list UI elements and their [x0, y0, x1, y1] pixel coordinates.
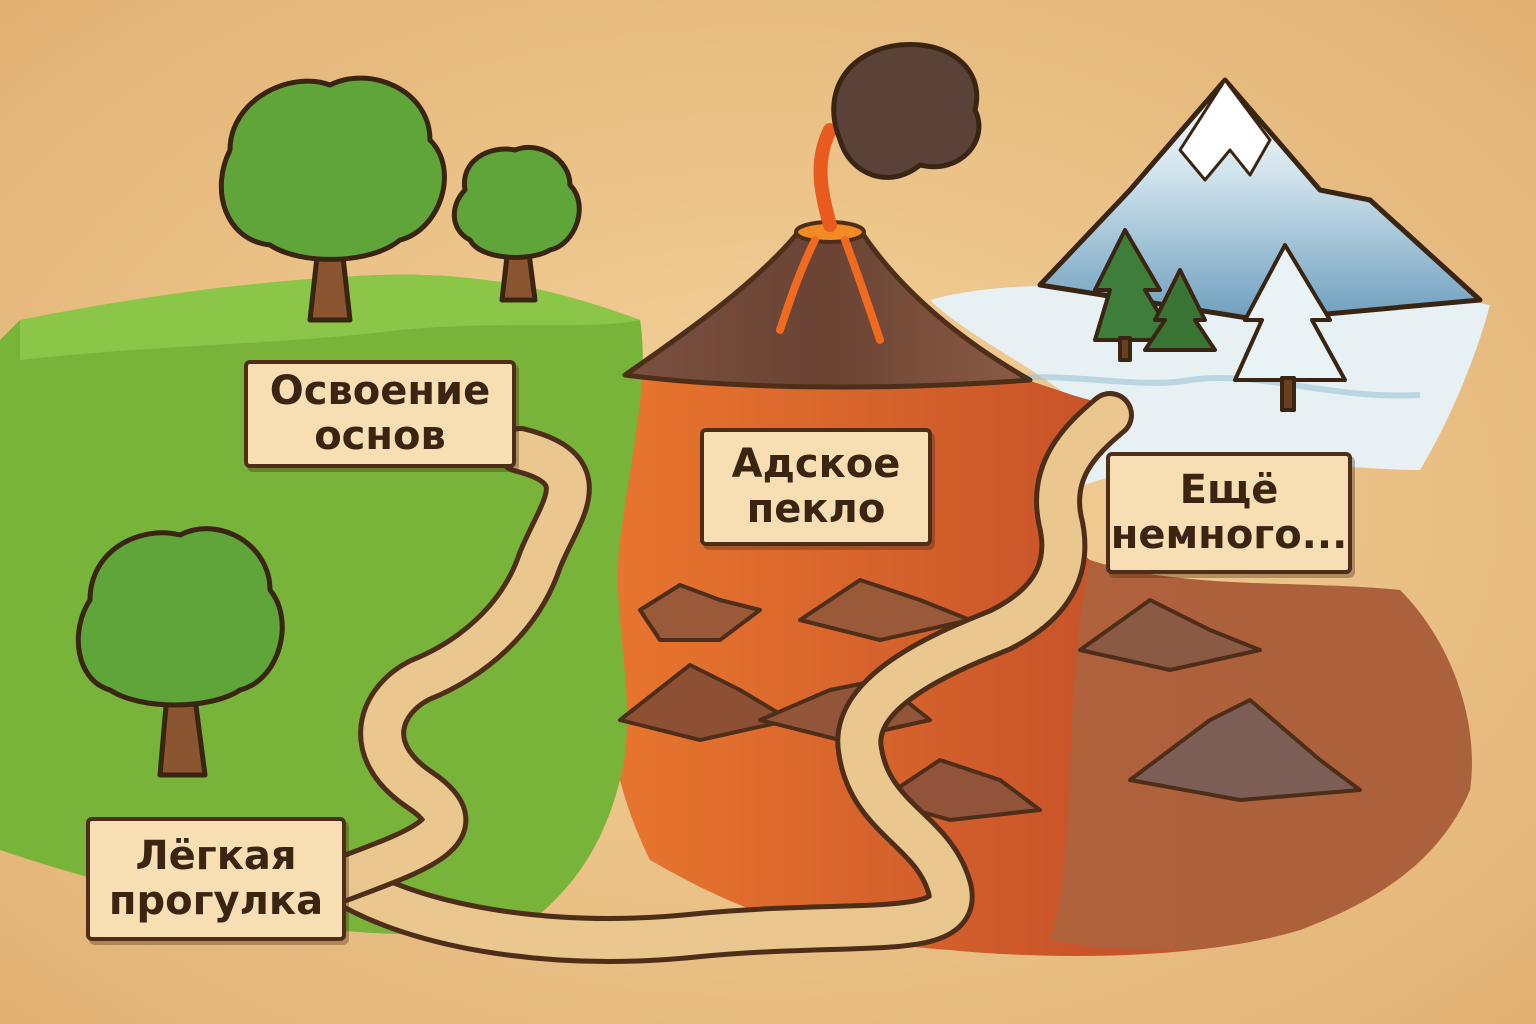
rock-mountains — [618, 578, 1362, 822]
level-label-easy-walk[interactable]: Лёгкая прогулка — [86, 817, 346, 941]
level-label-a-bit-more-line1: Ещё — [1179, 467, 1279, 514]
level-label-easy-walk-line1: Лёгкая — [135, 833, 297, 880]
level-label-a-bit-more[interactable]: Ещё немного... — [1106, 452, 1352, 574]
pine-trees — [1093, 228, 1347, 412]
level-label-learning-basics[interactable]: Освоение основ — [244, 360, 516, 468]
oak-trees — [75, 75, 582, 778]
level-label-a-bit-more-line2: немного... — [1110, 512, 1348, 558]
level-label-learning-basics-line2: основ — [314, 413, 446, 459]
volcano — [622, 41, 1033, 390]
level-path-west — [321, 431, 587, 899]
level-label-hellfire-line2: пекло — [746, 486, 886, 532]
level-label-hellfire-line1: Адское — [731, 441, 901, 488]
snow-shadow — [999, 374, 1421, 399]
smoke-cloud — [831, 41, 982, 180]
level-label-learning-basics-line1: Освоение — [269, 368, 491, 415]
level-label-easy-walk-line2: прогулка — [108, 878, 324, 924]
level-label-hellfire[interactable]: Адское пекло — [700, 428, 932, 546]
level-path — [321, 396, 1129, 959]
